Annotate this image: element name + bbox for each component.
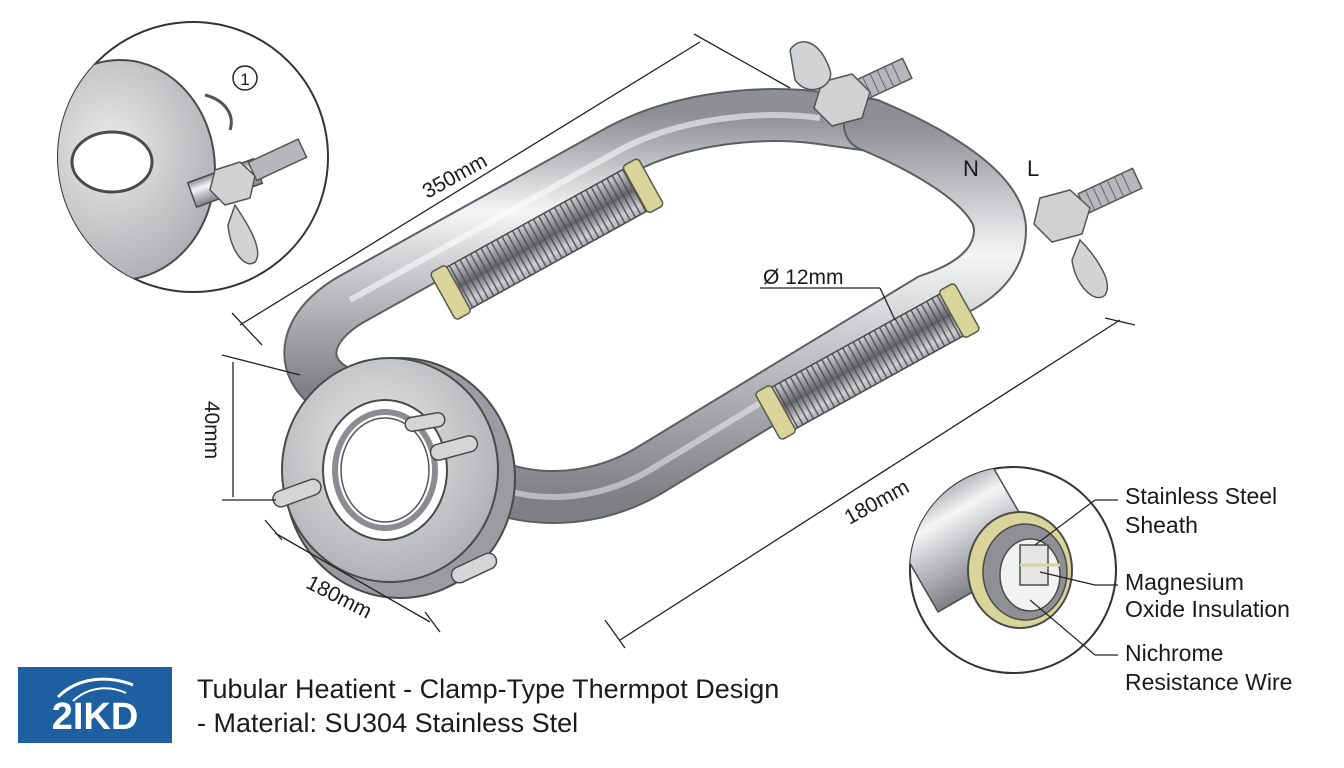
caption-title: Tubular Heatient - Clamp-Type Thermpot D… <box>197 674 780 704</box>
heater-tube <box>283 88 1028 524</box>
terminal-top <box>789 41 913 127</box>
dimension-tube-diameter: Ø 12mm <box>763 266 844 289</box>
company-logo: 2IKD <box>18 667 172 743</box>
caption-subtitle: - Material: SU304 Stainless Stel <box>197 708 579 738</box>
clamp-flange <box>272 357 516 599</box>
detail-marker-circle <box>232 65 258 91</box>
callout-leaders <box>1029 499 1118 656</box>
terminal-label-l: L <box>1027 156 1039 181</box>
label-sheath-line2: Sheath <box>1125 512 1198 538</box>
label-sheath-line1: Stainless Steel <box>1125 483 1277 509</box>
label-insulation-line1: Magnesium <box>1125 569 1244 595</box>
coil-section-top <box>430 158 664 320</box>
dimension-lines <box>221 33 1136 649</box>
label-wire-line1: Nichrome <box>1125 640 1223 666</box>
detail-marker: 1 <box>240 70 249 89</box>
dimension-length-right: 180mm <box>841 475 913 529</box>
label-wire-line2: Resistance Wire <box>1125 669 1292 695</box>
dimension-flange-height: 40mm <box>200 401 223 459</box>
coil-section-bottom <box>755 283 980 440</box>
dimension-length-top: 350mm <box>419 149 491 203</box>
label-insulation-line2: Oxide Insulation <box>1125 596 1290 622</box>
detail-view: 1 <box>57 21 329 293</box>
logo-text: 2IKD <box>52 696 139 738</box>
terminal-right <box>1033 167 1143 299</box>
cross-section-view <box>909 466 1117 674</box>
terminal-label-n: N <box>963 156 979 181</box>
